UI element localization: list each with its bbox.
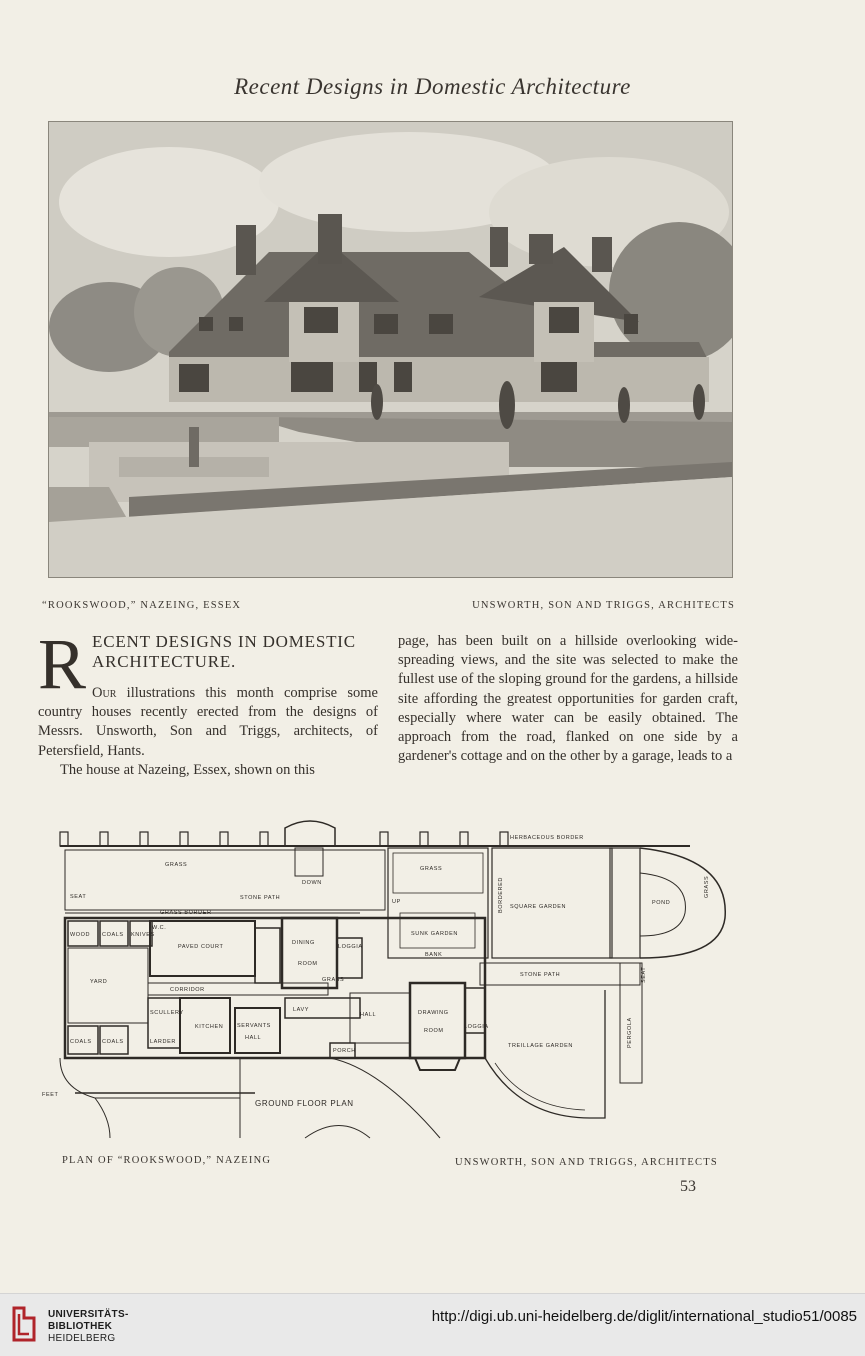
plan-label-hall: HALL [360, 1012, 376, 1018]
plan-label-treillage-garden: TREILLAGE GARDEN [508, 1043, 573, 1049]
paragraph-1-text: illustrations this month comprise some c… [38, 685, 378, 759]
plan-label-sunk-garden: SUNK GARDEN [411, 931, 458, 937]
plan-label-dining-room: ROOM [298, 961, 318, 967]
plan-label-coals3: COALS [102, 1039, 124, 1045]
plan-caption-right: UNSWORTH, SON AND TRIGGS, ARCHITECTS [455, 1157, 718, 1168]
plan-label-stone-path2: STONE PATH [520, 972, 560, 978]
plan-label-seat: SEAT [70, 894, 86, 900]
plan-label-bordered: BORDERED [498, 877, 504, 913]
plan-label-up: UP [392, 899, 401, 905]
plan-label-drawing: DRAWING [418, 1010, 449, 1016]
photo-caption-left: “ROOKSWOOD,” NAZEING, ESSEX [42, 600, 242, 611]
plan-label-paved-court: PAVED COURT [178, 944, 223, 950]
plan-label-grass-top: GRASS [165, 862, 187, 868]
plan-label-seat-right: SEAT [641, 967, 647, 983]
plan-label-porch: PORCH [333, 1048, 356, 1054]
plan-label-down: DOWN [302, 880, 322, 886]
plan-label-stone-path: STONE PATH [240, 895, 280, 901]
plan-label-coals2: COALS [70, 1039, 92, 1045]
running-title: Recent Designs in Domestic Architecture [234, 74, 631, 99]
plan-label-dining: DINING [292, 940, 315, 946]
plan-label-wood: WOOD [70, 932, 90, 938]
permalink-url[interactable]: http://digi.ub.uni-heidelberg.de/diglit/… [431, 1308, 857, 1325]
plan-label-grass-border: GRASS BORDER [160, 910, 212, 916]
plan-label-drawing-room: ROOM [424, 1028, 444, 1034]
plan-label-kitchen: KITCHEN [195, 1024, 223, 1030]
plan-caption-left: PLAN OF “ROOKSWOOD,” NAZEING [62, 1155, 272, 1166]
drop-cap: R [38, 624, 87, 704]
plan-label-lavy: LAVY [293, 1007, 309, 1013]
plan-label-feet: FEET [42, 1092, 58, 1098]
page-number: 53 [680, 1178, 696, 1195]
plan-label-wc: W.C. [152, 925, 166, 931]
plan-label-corridor: CORRIDOR [170, 987, 205, 993]
plan-label-ground-floor-plan: GROUND FLOOR PLAN [255, 1099, 354, 1108]
plan-label-bank: BANK [425, 952, 442, 958]
paragraph-2: The house at Nazeing, Essex, shown on th… [60, 761, 315, 778]
article-column-left: R ECENT DESIGNS IN DOMESTIC ARCHITECTURE… [38, 624, 378, 780]
plan-label-grass-mid: GRASS [420, 866, 442, 872]
plan-label-loggia2: LOGGIA [464, 1024, 489, 1030]
ground-floor-plan: HERBACEOUS BORDER GRASS GRASS SEAT STONE… [40, 818, 730, 1143]
article-heading-line1: ECENT DESIGNS IN DOMESTIC [92, 632, 356, 651]
book-page: Recent Designs in Domestic Architecture [38, 74, 738, 1195]
plan-label-yard: YARD [90, 979, 107, 985]
plan-label-grass-right: GRASS [704, 876, 710, 898]
article-heading-line2: ARCHITECTURE. [92, 652, 237, 671]
plan-label-knives: KNIVES [131, 932, 155, 938]
plan-label-servants: SERVANTS [237, 1023, 271, 1029]
plan-label-pond: POND [652, 900, 670, 906]
plan-label-servants-hall: HALL [245, 1035, 261, 1041]
plan-label-grass-bottom: GRASS [322, 977, 344, 983]
plan-label-coals: COALS [102, 932, 124, 938]
plan-label-scullery: SCULLERY [150, 1010, 184, 1016]
plan-label-square-garden: SQUARE GARDEN [510, 904, 566, 910]
article-column-right: page, has been built on a hillside overl… [398, 633, 738, 765]
university-library-logo-icon [12, 1306, 36, 1342]
plan-label-loggia: LOGGIA [338, 944, 363, 950]
paragraph-1: Our illustrations this month comprise so… [38, 685, 378, 759]
photo-caption-right: UNSWORTH, SON AND TRIGGS, ARCHITECTS [472, 600, 735, 611]
plan-label-larder: LARDER [150, 1039, 176, 1045]
plan-label-herbaceous-border: HERBACEOUS BORDER [510, 835, 584, 841]
paragraph-1-lead: Our [92, 685, 117, 701]
plan-label-pergola: PERGOLA [627, 1017, 633, 1048]
library-name-line1: UNIVERSITÄTS- [48, 1309, 129, 1320]
library-name-line3: HEIDELBERG [48, 1333, 116, 1344]
house-illustration [48, 121, 733, 578]
digitization-footer: UNIVERSITÄTS- BIBLIOTHEK HEIDELBERG http… [0, 1293, 865, 1356]
library-name-line2: BIBLIOTHEK [48, 1321, 113, 1332]
